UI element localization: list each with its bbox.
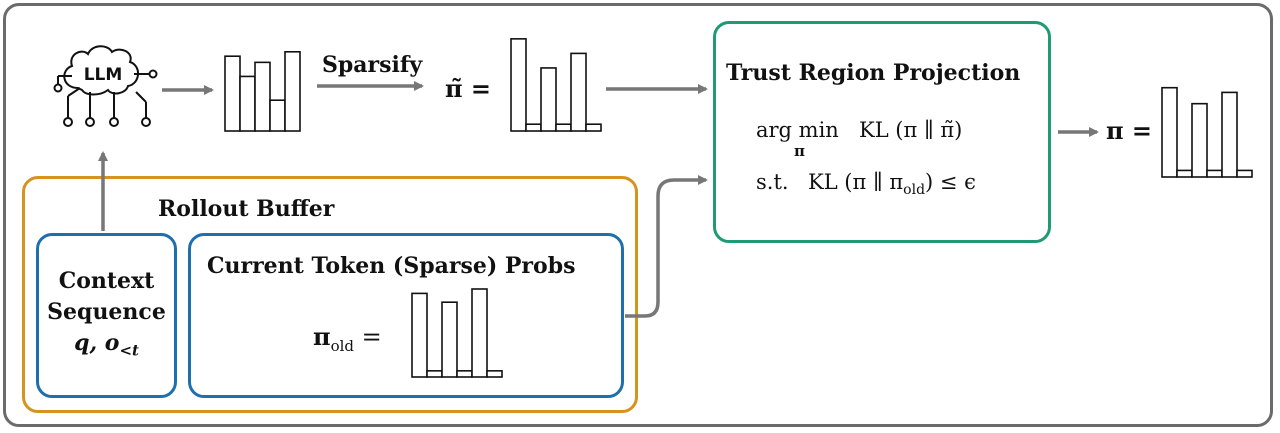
- context-sequence-label: Context Sequence q, o<t: [38, 266, 175, 366]
- st-label: s.t.: [756, 170, 789, 194]
- pi-old-tail: =: [354, 323, 382, 351]
- context-sequence-box: [36, 233, 177, 398]
- llm-label: LLM: [84, 65, 123, 85]
- bar: [540, 67, 557, 132]
- bar: [441, 301, 458, 378]
- trust-region-box: [713, 21, 1051, 243]
- output-pi-equation: π =: [1106, 116, 1153, 145]
- bar: [570, 52, 587, 132]
- rollout-buffer-title: Rollout Buffer: [158, 196, 335, 222]
- bar: [224, 55, 241, 132]
- bar: [1236, 169, 1253, 178]
- current-probs-box: [188, 233, 624, 398]
- sparsify-label: Sparsify: [322, 52, 423, 78]
- constraint-kl-tail: ) ≤ ϵ: [925, 170, 976, 194]
- bar: [411, 292, 428, 378]
- context-line-1: Context: [58, 268, 155, 294]
- bar: [284, 50, 301, 132]
- constraint-kl-main: KL (π ∥ π: [808, 170, 904, 194]
- bar: [525, 123, 542, 132]
- llm-brain-icon: [53, 45, 158, 127]
- bar: [585, 123, 602, 132]
- bar: [1221, 91, 1238, 178]
- context-line-2: Sequence: [47, 299, 166, 325]
- context-line-3: q, o<t: [38, 328, 175, 366]
- constraint-kl-sub: old: [903, 182, 926, 199]
- bar: [1191, 102, 1208, 178]
- context-line-3-sub: <t: [119, 341, 139, 360]
- bar: [239, 75, 256, 132]
- current-probs-title: Current Token (Sparse) Probs: [207, 253, 576, 279]
- bar: [1161, 86, 1178, 178]
- bar: [456, 370, 473, 378]
- argmin-subscript: π: [794, 142, 805, 160]
- bar: [269, 99, 286, 132]
- bar: [1176, 169, 1193, 178]
- arrow-old-to-trust: [625, 175, 708, 318]
- context-line-3-main: q, o: [74, 330, 120, 356]
- pi-old-sub: old: [330, 336, 355, 355]
- trust-region-title: Trust Region Projection: [726, 60, 1021, 86]
- bar: [1206, 169, 1223, 178]
- pi-tilde-equation: π̃ =: [445, 74, 492, 103]
- bars-dense: [224, 50, 301, 132]
- diagram-frame: [3, 3, 1273, 427]
- bar: [471, 288, 488, 378]
- bars-sparse-old: [411, 288, 503, 378]
- pi-old-main: π: [313, 322, 331, 351]
- bars-projected: [1161, 86, 1253, 178]
- bar: [510, 38, 527, 132]
- objective-kl: KL (π ∥ π̃): [859, 118, 963, 142]
- bar: [254, 61, 271, 132]
- pi-old-equation: πold =: [313, 322, 382, 355]
- bar: [486, 370, 503, 378]
- argmin-label: arg min: [756, 118, 839, 142]
- bars-sparse-tilde: [510, 38, 602, 132]
- bar: [555, 123, 572, 132]
- bar: [426, 370, 443, 378]
- rollout-buffer-box: [22, 176, 638, 413]
- constraint-kl: KL (π ∥ πold) ≤ ϵ: [808, 170, 976, 198]
